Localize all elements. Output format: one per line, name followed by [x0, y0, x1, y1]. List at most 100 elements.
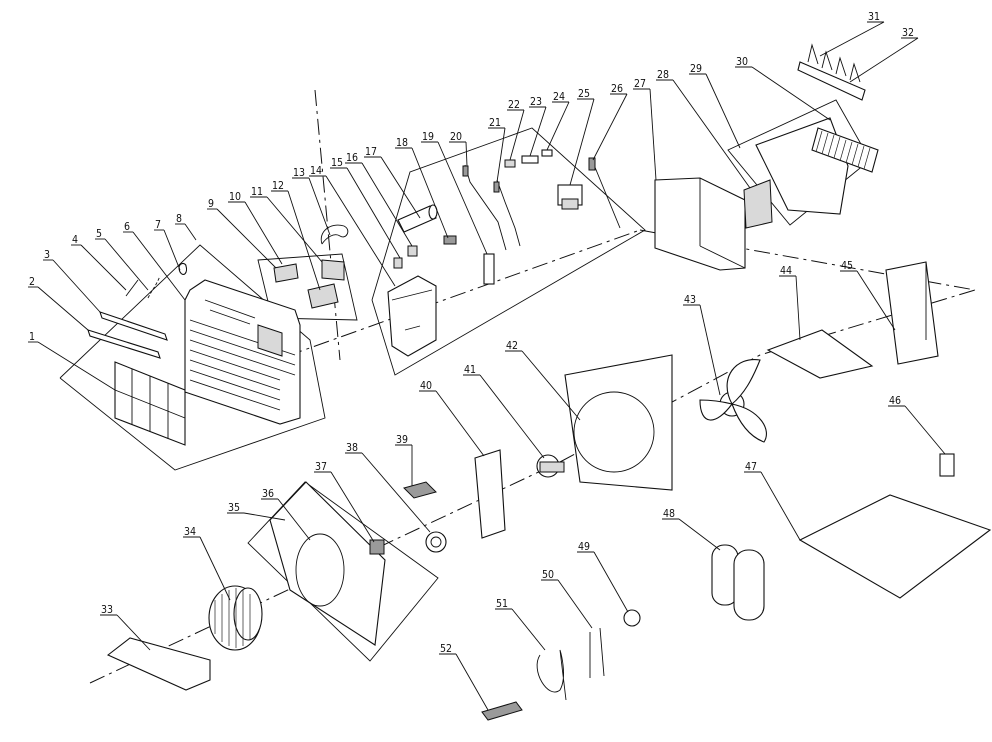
callout-leader-line: [496, 127, 506, 183]
part-base-clip: [797, 43, 866, 101]
part-transformer: [557, 184, 583, 210]
group-outline-electrical: [371, 127, 646, 376]
callout-leader-line: [243, 512, 286, 521]
callout-leader-line: [699, 304, 721, 396]
callout-22: 22: [507, 99, 525, 161]
callout-leader-line: [52, 259, 101, 313]
part-relay: [483, 253, 495, 285]
callout-14: 14: [309, 165, 396, 287]
part-terminal-15: [393, 257, 403, 269]
part-fan-bracket: [369, 539, 385, 555]
callout-51: 51: [495, 598, 546, 651]
callout-label: 42: [506, 340, 518, 352]
part-fan-motor: [536, 454, 565, 478]
callout-leader-line: [132, 231, 186, 301]
callout-leader-line: [308, 177, 331, 236]
callout-label: 14: [310, 165, 322, 177]
part-tube-51: [536, 649, 567, 701]
callout-label: 15: [331, 157, 343, 169]
callout-44: 44: [779, 265, 801, 341]
callout-47: 47: [744, 461, 801, 541]
callout-2: 2: [28, 276, 89, 331]
part-temperature-probe: [588, 157, 621, 229]
part-clip: [178, 262, 188, 275]
callout-label: 50: [542, 569, 554, 581]
callout-label: 20: [450, 131, 462, 143]
callout-24: 24: [546, 91, 570, 151]
part-blower-motor: [425, 531, 447, 553]
callout-21: 21: [488, 117, 506, 183]
group-outline-controls: [257, 253, 358, 321]
callout-label: 51: [496, 598, 508, 610]
callout-leader-line: [479, 374, 545, 459]
callout-38: 38: [345, 442, 431, 533]
callout-35: 35: [227, 502, 286, 521]
callout-30: 30: [735, 56, 831, 121]
callout-leader-line: [569, 98, 595, 186]
part-front-grille: [114, 361, 186, 446]
callout-leader-line: [593, 551, 629, 613]
callout-leader-line: [455, 653, 489, 711]
callout-label: 25: [578, 88, 590, 100]
callout-5: 5: [95, 228, 149, 291]
callout-label: 4: [72, 234, 78, 246]
callout-label: 5: [96, 228, 102, 240]
part-base-pan: [798, 494, 992, 599]
part-control-panel-b: [321, 259, 345, 281]
callout-1: 1: [28, 331, 116, 391]
callout-label: 30: [736, 56, 748, 68]
callout-leader-line: [849, 37, 919, 83]
callout-41: 41: [463, 364, 545, 459]
callout-leader-line: [330, 471, 375, 543]
part-evaporator: [654, 177, 746, 271]
callout-46: 46: [888, 395, 946, 455]
callout-leader-line: [435, 390, 485, 457]
callout-leader-line: [361, 452, 431, 533]
callout-leader-line: [856, 270, 896, 331]
group-outline-front: [59, 244, 326, 471]
part-tube-50: [589, 627, 605, 678]
callout-39: 39: [395, 434, 413, 486]
part-valve: [939, 453, 955, 477]
part-sensor-24: [541, 149, 553, 157]
callout-leader-line: [705, 73, 741, 149]
callout-label: 36: [262, 488, 274, 500]
callout-29: 29: [689, 63, 741, 149]
callout-label: 29: [690, 63, 702, 75]
callout-label: 47: [745, 461, 757, 473]
callout-leader-line: [361, 162, 413, 247]
callout-19: 19: [421, 131, 488, 255]
part-coil-49: [623, 609, 641, 627]
callout-8: 8: [175, 213, 197, 241]
part-terminal-16: [407, 245, 418, 257]
callout-label: 19: [422, 131, 434, 143]
callout-label: 40: [420, 380, 432, 392]
callout-leader-line: [557, 579, 593, 629]
callout-leader-line: [346, 167, 401, 259]
part-terminal-23: [521, 155, 539, 164]
callout-label: 49: [578, 541, 590, 553]
callout-leader-line: [216, 208, 277, 269]
callout-leader-line: [116, 614, 151, 651]
part-condenser-shroud: [564, 354, 673, 491]
callout-16: 16: [345, 152, 413, 247]
callout-34: 34: [183, 526, 231, 601]
callout-leader-line: [80, 244, 127, 291]
callout-label: 31: [868, 11, 880, 23]
callout-9: 9: [207, 198, 277, 269]
callout-43: 43: [683, 294, 721, 396]
callout-label: 23: [530, 96, 542, 108]
callout-17: 17: [364, 146, 421, 219]
part-louvre-right: [147, 275, 161, 299]
callout-label: 2: [29, 276, 35, 288]
callout-label: 1: [29, 331, 35, 343]
part-condenser-fan-blade: [699, 359, 767, 443]
part-motor-bracket: [474, 449, 506, 539]
part-plate: [403, 481, 437, 499]
callout-label: 9: [208, 198, 214, 210]
callout-25: 25: [569, 88, 595, 186]
callout-leader-line: [277, 498, 311, 541]
callout-label: 16: [346, 152, 358, 164]
callout-label: 43: [684, 294, 696, 306]
